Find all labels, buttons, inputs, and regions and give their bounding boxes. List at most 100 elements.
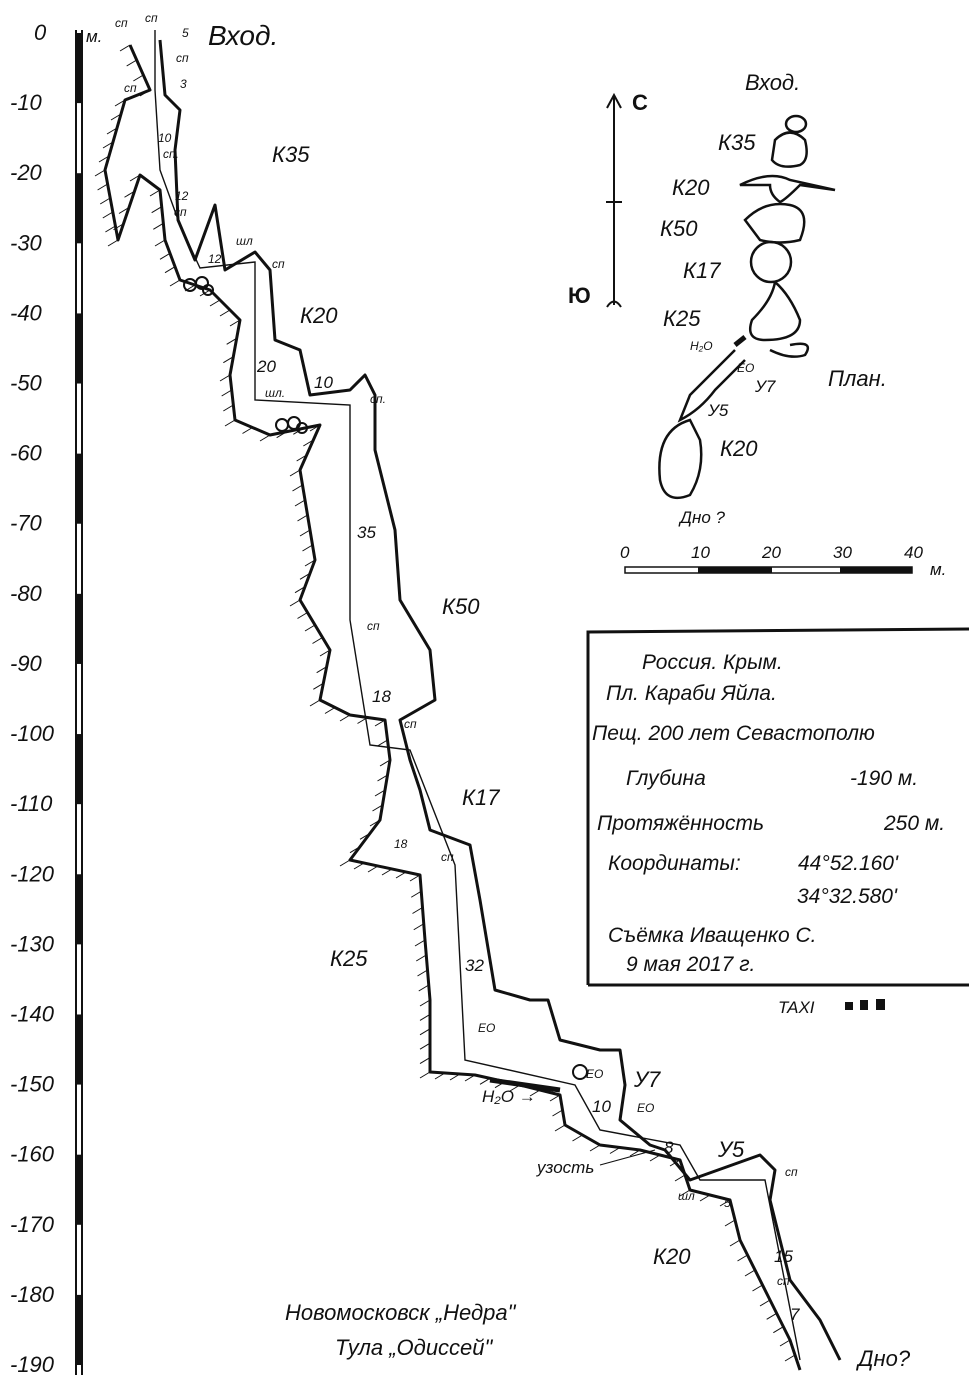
hatch-mark xyxy=(744,1269,756,1277)
depth-scale-segment xyxy=(76,1014,82,1085)
chamber-label-u5: У5 xyxy=(717,1137,745,1162)
depth-scale-segment xyxy=(76,734,82,805)
hatch-mark xyxy=(410,890,422,898)
mark-sp: сп xyxy=(777,1274,790,1288)
hatch-mark xyxy=(419,1028,431,1036)
depth-scale-segment xyxy=(76,453,82,524)
hatch-mark xyxy=(299,572,311,580)
plan-view: С Ю Вход. К35 К20 К50 К17 К25 H₂O ЕО У7 … xyxy=(568,70,946,579)
hatch-mark xyxy=(674,1174,686,1182)
hatch-mark xyxy=(184,284,196,292)
info-box: Россия. Крым. Пл. Караби Яйла. Пещ. 200 … xyxy=(586,627,969,1017)
wall-hatching xyxy=(94,44,796,1362)
chamber-label-k17: К17 xyxy=(462,785,500,810)
hatch-mark xyxy=(292,484,303,492)
mark-shl: шл xyxy=(678,1189,695,1203)
pitch-length: 35 xyxy=(357,523,376,542)
plan-label-u7: У7 xyxy=(754,377,776,396)
hatch-mark xyxy=(529,1089,541,1097)
hatch-mark xyxy=(339,714,351,722)
depth-scale-segment xyxy=(76,593,82,664)
mark-eo: ЕО xyxy=(637,1101,654,1115)
hatch-mark xyxy=(297,612,308,619)
hatch-mark xyxy=(752,1284,763,1292)
hatch-mark xyxy=(151,206,162,214)
hatch-mark xyxy=(374,719,386,727)
hatch-mark xyxy=(276,431,287,439)
mark-sp: сп xyxy=(404,717,417,731)
club-line-2: Тула „Одиссей" xyxy=(335,1335,494,1360)
info-coords-label: Координаты: xyxy=(608,852,741,875)
hatch-mark xyxy=(102,211,114,219)
hatch-mark xyxy=(449,1073,461,1081)
depth-tick-label: -60 xyxy=(10,441,43,466)
depth-scale-segment xyxy=(76,874,82,945)
hatch-mark xyxy=(105,225,116,233)
hatch-mark xyxy=(381,868,393,876)
plan-title: План. xyxy=(828,366,887,391)
hatch-mark xyxy=(419,1013,431,1021)
hatch-mark xyxy=(409,874,421,882)
depth-tick-label: -190 xyxy=(10,1352,55,1377)
plan-scale-tick-label: 20 xyxy=(761,543,781,562)
info-depth-label: Глубина xyxy=(626,767,706,790)
rope-line xyxy=(154,30,801,1361)
hatch-mark xyxy=(149,189,161,197)
hatch-mark xyxy=(419,999,431,1007)
mark-sp: сп xyxy=(115,16,128,30)
hatch-mark xyxy=(164,266,176,274)
hatch-mark xyxy=(113,223,124,231)
hatch-mark xyxy=(304,624,316,632)
hatch-mark xyxy=(418,984,430,992)
mark-sp: сп xyxy=(272,257,285,271)
hatch-mark xyxy=(153,222,164,230)
plan-label-k20: К20 xyxy=(672,175,710,200)
plan-bottom-label: Дно ? xyxy=(678,508,726,527)
hatch-mark xyxy=(417,969,428,977)
mark-sp: сп xyxy=(145,11,158,25)
depth-tick-label: -150 xyxy=(10,1072,55,1097)
depth-unit-label: м. xyxy=(86,27,102,46)
hatch-mark xyxy=(223,404,234,412)
pitch-length: 12 xyxy=(175,189,189,203)
hatch-mark xyxy=(374,789,386,797)
mark-sp: сп xyxy=(174,205,187,219)
hatch-mark xyxy=(129,174,141,182)
hatch-mark xyxy=(209,299,221,307)
hatch-mark xyxy=(304,559,316,567)
hatch-mark xyxy=(649,1154,661,1162)
hatch-mark xyxy=(289,599,301,607)
hatch-mark xyxy=(419,1057,431,1065)
hatch-mark xyxy=(729,1239,741,1247)
mark-eo: ЕО xyxy=(478,1021,495,1035)
info-cave-name: Пещ. 200 лет Севастополю xyxy=(592,722,875,745)
hatch-mark xyxy=(219,309,231,317)
hatch-mark xyxy=(369,819,381,827)
hatch-mark xyxy=(154,239,166,247)
hatch-mark xyxy=(114,99,126,107)
depth-tick-label: -180 xyxy=(10,1282,55,1307)
hatch-mark xyxy=(219,374,231,382)
chamber-label-k50: К50 xyxy=(442,594,480,619)
hatch-mark xyxy=(759,1299,771,1307)
depth-scale: 0-10-20-30-40-50-60-70-80-90-100-110-120… xyxy=(10,20,83,1377)
plan-label-u5: У5 xyxy=(707,401,729,420)
hatch-mark xyxy=(413,923,425,931)
hatch-mark xyxy=(242,427,253,434)
info-date: 9 мая 2017 г. xyxy=(626,953,755,976)
depth-tick-label: -20 xyxy=(10,160,43,185)
hatch-mark xyxy=(199,289,211,297)
hatch-mark xyxy=(97,183,108,191)
hatch-mark xyxy=(419,1071,431,1079)
hatch-mark xyxy=(224,419,236,427)
hatch-mark xyxy=(434,1072,446,1080)
info-length-label: Протяжённость xyxy=(597,812,764,835)
hatch-mark xyxy=(299,529,311,537)
hatch-mark xyxy=(309,699,321,707)
plan-scale-tick-label: 0 xyxy=(620,543,630,562)
hatch-mark xyxy=(106,127,118,135)
pitch-length: 10 xyxy=(314,373,333,392)
hatch-mark xyxy=(118,207,130,214)
pitch-length: 3 xyxy=(180,77,187,91)
mark-sp: сп xyxy=(367,619,380,633)
